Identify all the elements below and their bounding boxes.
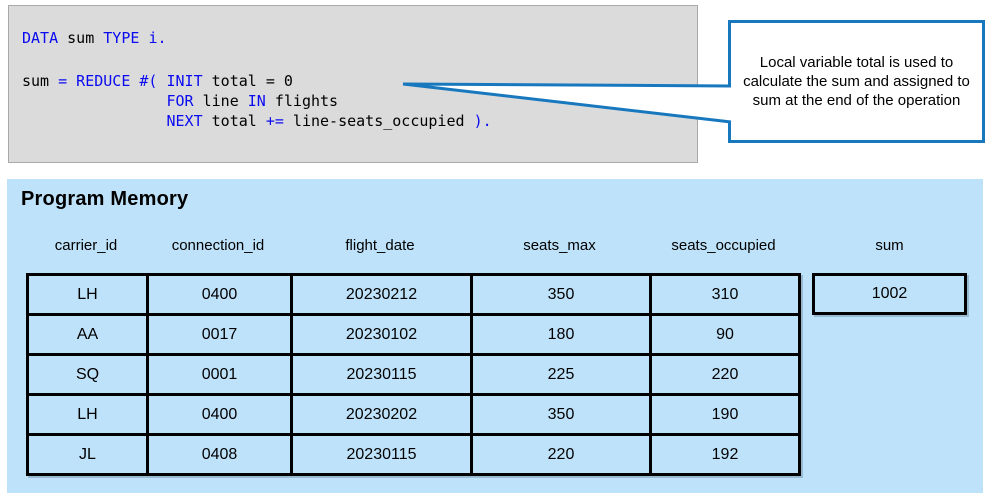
table-cell: 20230115 (290, 433, 473, 476)
table-cell: 0400 (146, 273, 293, 316)
code-text: line (193, 92, 248, 110)
code-keyword: NEXT (166, 112, 203, 130)
sum-value-box: 1002 (812, 273, 967, 315)
code-line: sum = REDUCE #( INIT total = 0 (22, 71, 697, 91)
code-keyword: DATA (22, 29, 59, 47)
table-cell: LH (26, 393, 149, 436)
table-cell: 220 (470, 433, 652, 476)
table-cell: 225 (470, 353, 652, 396)
column-header: connection_id (171, 237, 265, 254)
table-cell: 350 (470, 393, 652, 436)
column-header: carrier_id (54, 237, 118, 254)
panel-title: Program Memory (21, 188, 189, 210)
code-text: total = 0 (202, 72, 293, 90)
table-cell: SQ (26, 353, 149, 396)
code-keyword: = REDUCE #( INIT (58, 72, 203, 90)
abap-code: DATA sum TYPE i.sum = REDUCE #( INIT tot… (9, 6, 697, 131)
table-cell: 310 (649, 273, 801, 316)
code-keyword: FOR (166, 92, 194, 110)
table-cell: JL (26, 433, 149, 476)
column-header: seats_max (523, 237, 596, 254)
code-keyword: ). (473, 112, 492, 130)
code-text: line-seats_occupied (283, 112, 474, 130)
code-text: flights (265, 92, 339, 110)
column-header-sum: sum (875, 237, 904, 254)
sum-value: 1002 (871, 285, 908, 302)
code-keyword: += (265, 112, 284, 130)
code-keyword: i. (148, 29, 167, 47)
table-cell: AA (26, 313, 149, 356)
code-line: FOR line IN flights (22, 91, 697, 111)
code-text (22, 112, 167, 130)
program-memory-panel: Program Memory carrier_id connection_id fl… (7, 179, 983, 493)
table-cell: 0408 (146, 433, 293, 476)
code-text: total (202, 112, 266, 130)
code-keyword: TYPE (103, 29, 140, 47)
table-cell: LH (26, 273, 149, 316)
code-line: NEXT total += line-seats_occupied ). (22, 111, 697, 131)
callout-note: Local variable total is used to calculat… (728, 20, 985, 143)
table-cell: 20230115 (290, 353, 473, 396)
table-cell: 192 (649, 433, 801, 476)
table-cell: 20230202 (290, 393, 473, 436)
abap-code-box: DATA sum TYPE i.sum = REDUCE #( INIT tot… (8, 5, 698, 163)
table-cell: 0017 (146, 313, 293, 356)
table-cell: 20230212 (290, 273, 473, 316)
code-text: sum (58, 29, 104, 47)
callout-text: Local variable total is used to calculat… (743, 54, 970, 109)
table-cell: 180 (470, 313, 652, 356)
column-header: seats_occupied (671, 237, 776, 254)
code-text: sum (22, 72, 59, 90)
table-cell: 350 (470, 273, 652, 316)
code-line: DATA sum TYPE i. (22, 28, 697, 48)
code-text (22, 92, 167, 110)
code-line (22, 48, 697, 71)
table-cell: 190 (649, 393, 801, 436)
table-cell: 0001 (146, 353, 293, 396)
table-cell: 90 (649, 313, 801, 356)
column-header: flight_date (345, 237, 415, 254)
table-cell: 220 (649, 353, 801, 396)
table-cell: 0400 (146, 393, 293, 436)
code-keyword: IN (247, 92, 266, 110)
table-cell: 20230102 (290, 313, 473, 356)
